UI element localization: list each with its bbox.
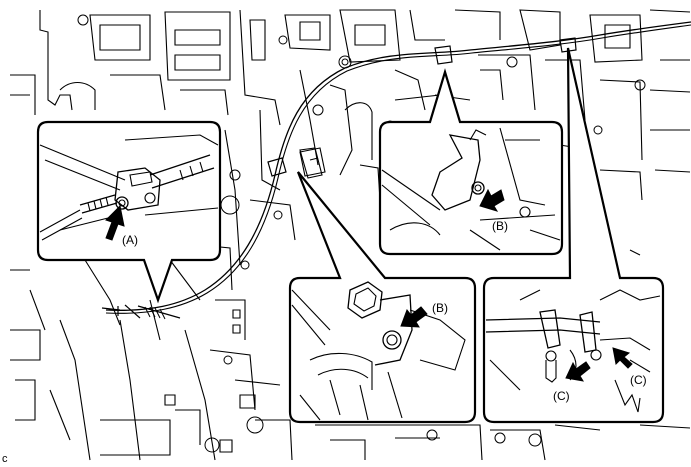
arrow-b-top [479, 188, 505, 212]
label-b-bottom: (B) [432, 301, 448, 315]
label-a: (A) [122, 233, 138, 247]
callout-b-top-frame [378, 68, 564, 256]
arrow-a [105, 204, 125, 241]
arrow-c-left [565, 361, 591, 382]
callout-a-frame [36, 120, 222, 304]
label-c-left: (C) [553, 389, 570, 403]
callout-a-detail [39, 134, 219, 241]
callout-c-frame [482, 47, 665, 424]
callout-a: (A) [36, 120, 222, 304]
arrow-b-bottom [400, 306, 428, 328]
label-b-top: (B) [492, 219, 508, 233]
callout-c: (C) (C) [482, 47, 665, 424]
callout-b-top: (B) [378, 68, 564, 256]
parking-brake-cable [101, 21, 691, 320]
callout-b-bottom-frame [288, 171, 477, 424]
label-c-right: (C) [630, 373, 647, 387]
arrow-c-right [612, 347, 633, 369]
callout-b-bottom: (B) [288, 171, 477, 424]
callout-b-bottom-detail [291, 281, 466, 421]
callout-b-top-detail [381, 127, 561, 251]
underbody-background [10, 9, 691, 461]
callout-c-detail [485, 289, 661, 413]
figure-code: c [2, 453, 8, 465]
